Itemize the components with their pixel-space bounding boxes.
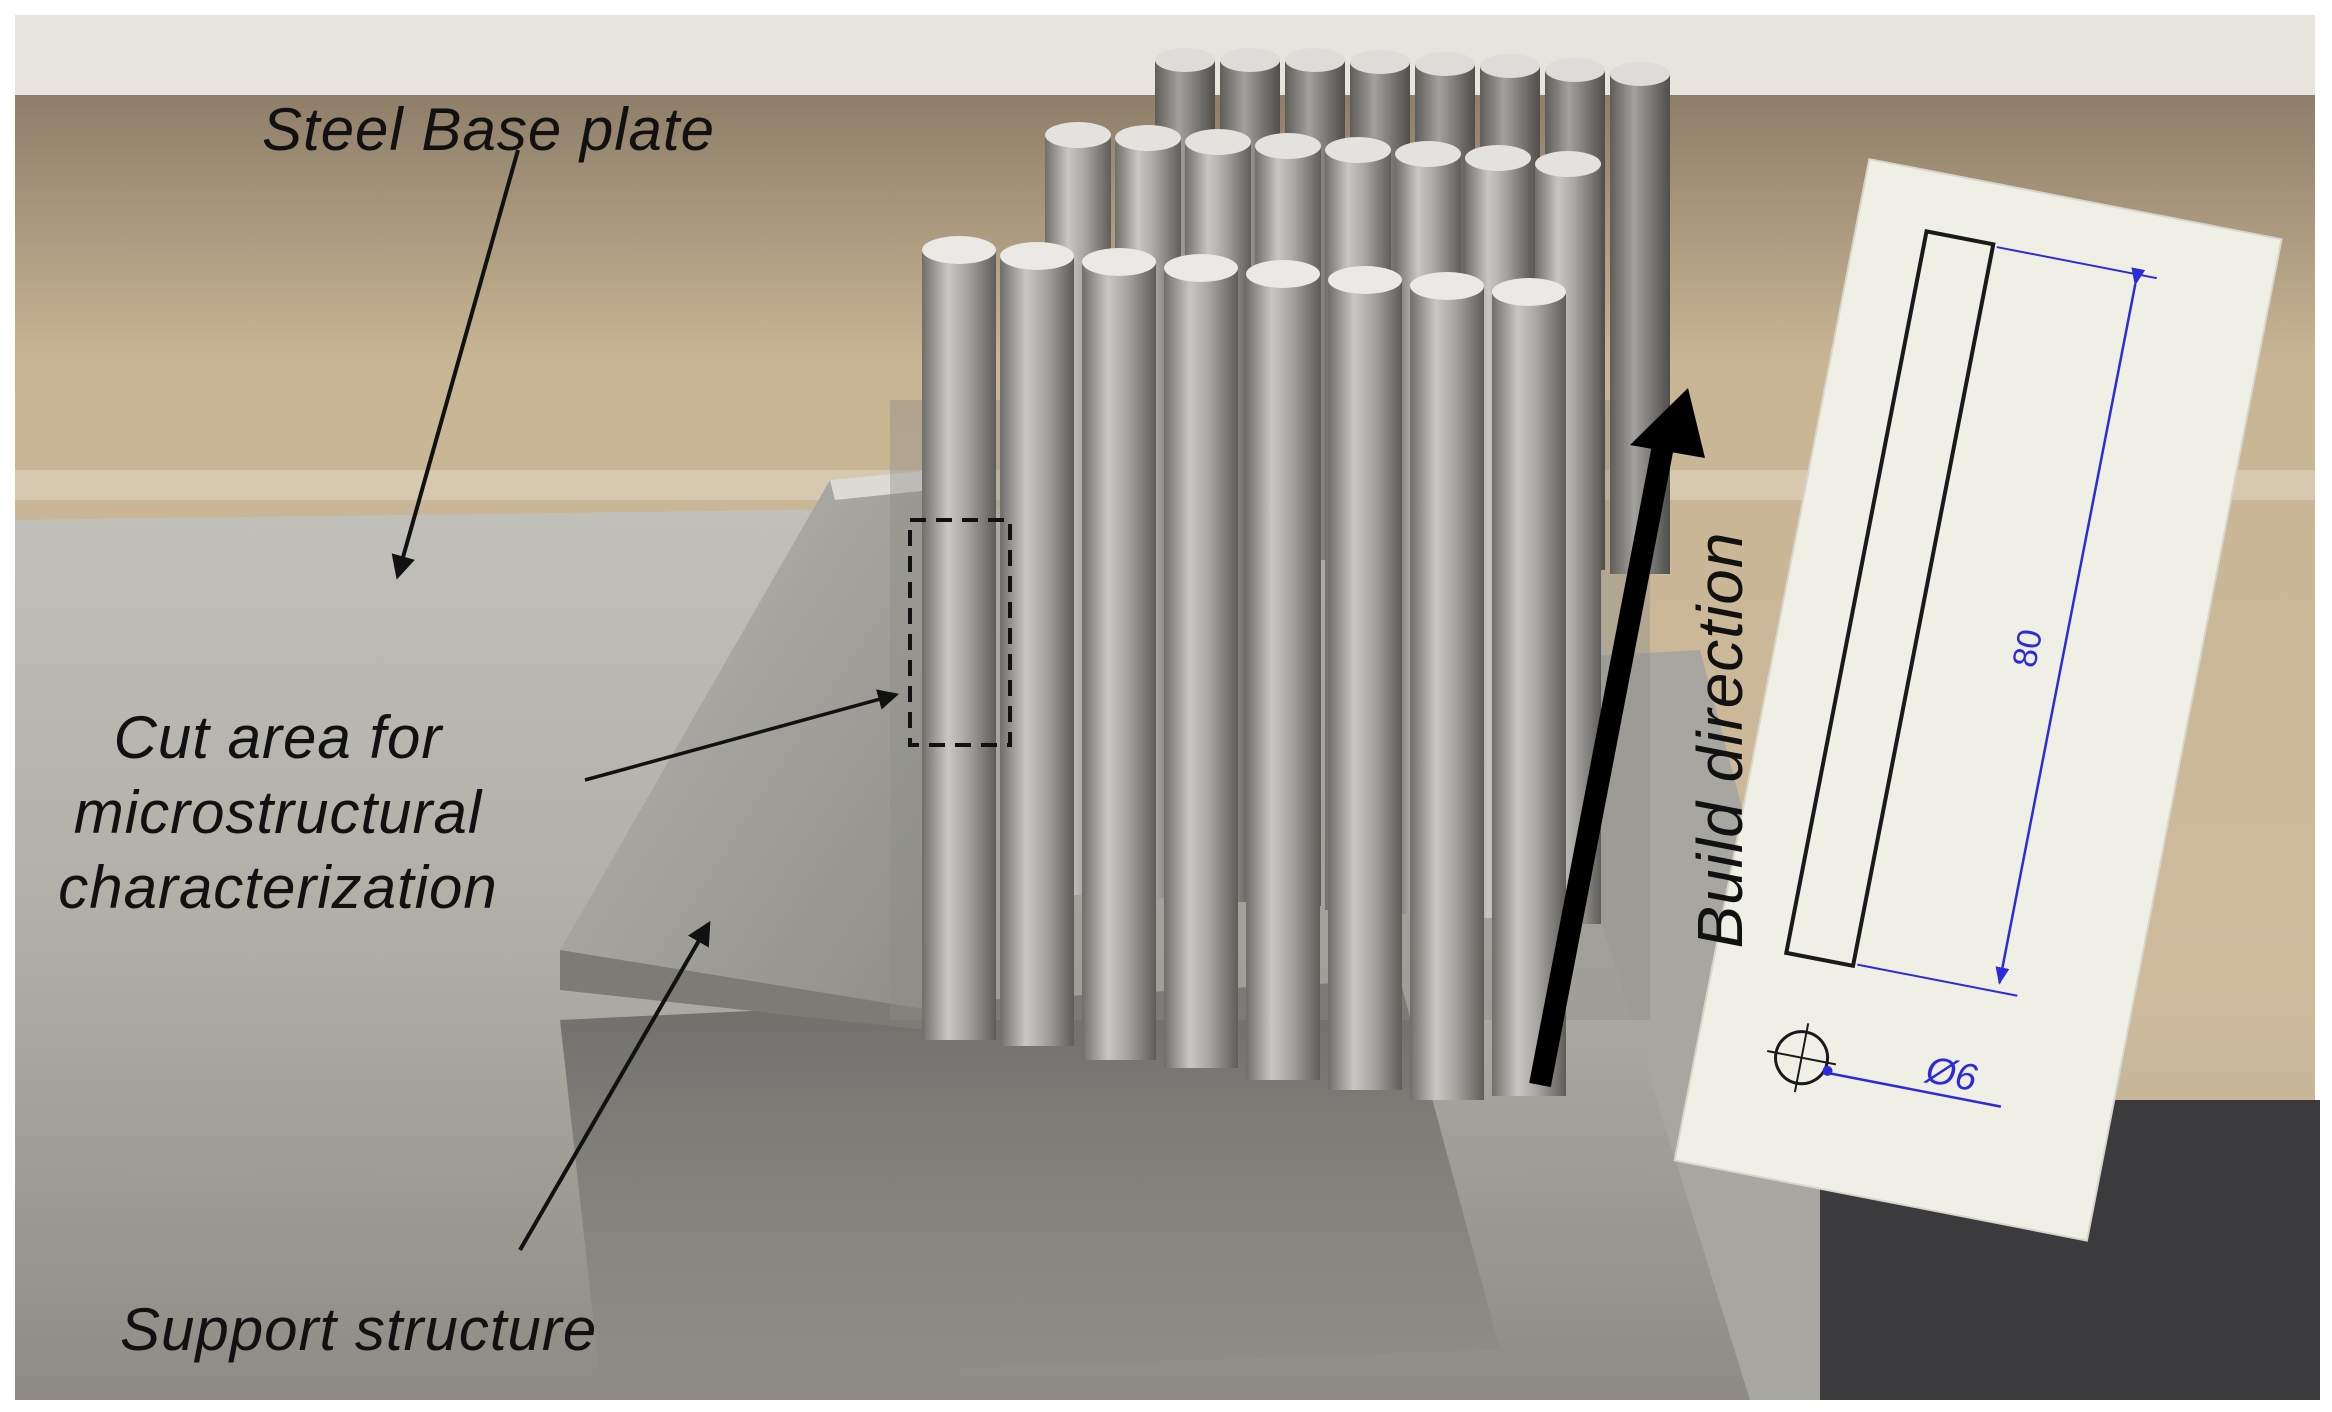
label-build-direction: Build direction: [1684, 531, 1756, 949]
build-direction-shaft: [1529, 417, 1679, 1088]
support-bottom-edge: [560, 950, 930, 1030]
length-dimension-text: 80: [2006, 626, 2051, 670]
label-steel-base-plate: Steel Base plate: [262, 96, 715, 163]
label-cut-area-line1: Cut area for: [113, 704, 443, 771]
label-cut-area-line3: characterization: [58, 854, 498, 921]
rods-front-row: [922, 236, 1566, 1100]
arrow-cut-area: [584, 689, 900, 782]
label-cut-area-line2: microstructural: [73, 779, 483, 846]
diameter-leader: [1828, 1072, 2002, 1108]
drawing-rod-outline: [1783, 229, 1996, 969]
arrow-base-plate: [391, 149, 520, 580]
label-cut-area: Cut area for microstructural characteriz…: [18, 700, 538, 925]
support-top-face: [830, 470, 930, 500]
length-dimension-line: [1995, 267, 2146, 985]
arrow-support: [518, 920, 711, 1252]
cut-area-box: [908, 518, 1012, 747]
build-direction-arrowhead: [1630, 388, 1705, 458]
technical-drawing-panel: 80 Ø6: [1673, 157, 2283, 1242]
label-support-structure: Support structure: [120, 1296, 598, 1363]
diameter-dimension-text: Ø6: [1921, 1049, 1982, 1100]
support-structure: [560, 470, 930, 1030]
